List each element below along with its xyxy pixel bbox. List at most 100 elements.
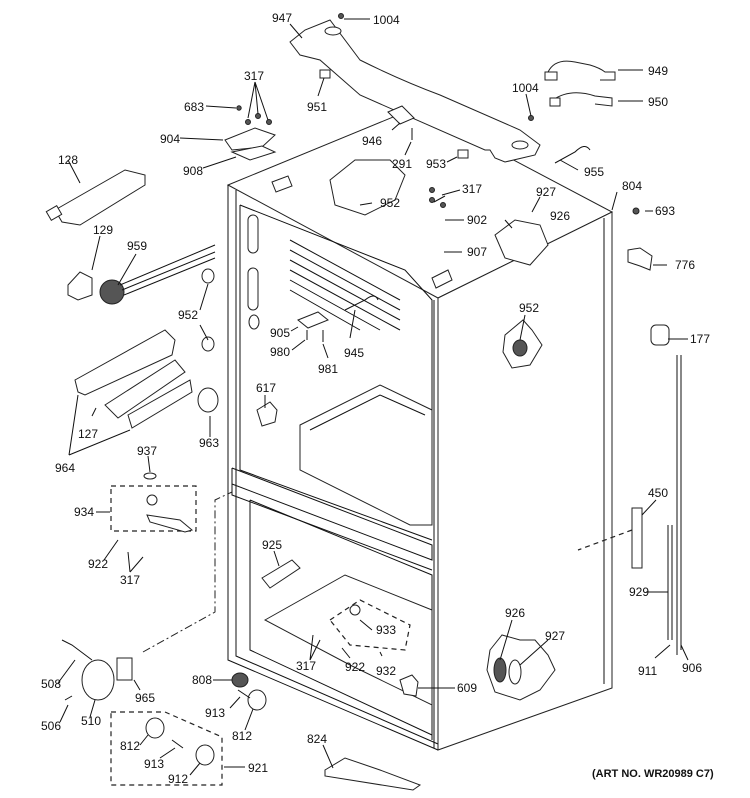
fan-shroud-icon	[81, 659, 115, 701]
kickplate-icon	[324, 757, 422, 791]
callout-291: 291	[392, 157, 412, 171]
callout-955: 955	[584, 165, 604, 179]
mounting-plate	[329, 159, 406, 216]
latch-icon	[256, 401, 278, 427]
screw-icon	[632, 207, 640, 215]
callout-952: 952	[519, 301, 539, 315]
callout-127: 127	[78, 427, 98, 441]
wire-harness-icon	[552, 92, 613, 107]
callout-907: 907	[467, 245, 487, 259]
callout-925: 925	[262, 538, 282, 552]
callout-804: 804	[622, 179, 642, 193]
callout-927: 927	[545, 629, 565, 643]
screw-icon	[440, 202, 446, 208]
screw-icon	[429, 197, 435, 203]
callout-609: 609	[457, 681, 477, 695]
connector-icon	[399, 674, 419, 697]
callout-963: 963	[199, 436, 219, 450]
condenser-coil	[289, 239, 401, 331]
callout-933: 933	[376, 623, 396, 637]
water-filter-housing-icon	[45, 169, 146, 226]
callout-922: 922	[345, 660, 365, 674]
callout-946: 946	[362, 134, 382, 148]
callout-953: 953	[426, 157, 446, 171]
part-glyphs	[45, 13, 682, 791]
callout-904: 904	[160, 132, 180, 146]
callout-926: 926	[505, 606, 525, 620]
callout-labels: 947 1004 949 950 1004 317 683 951 904 94…	[41, 11, 710, 786]
callout-450: 450	[648, 486, 668, 500]
clip-icon	[319, 69, 331, 79]
bracket-icon	[627, 247, 653, 271]
callout-964: 964	[55, 461, 75, 475]
callout-1004: 1004	[373, 13, 400, 27]
roller-icon	[195, 744, 215, 766]
callout-922: 922	[88, 557, 108, 571]
callout-128: 128	[58, 153, 78, 167]
vent-icon	[261, 559, 301, 589]
callout-129: 129	[93, 223, 113, 237]
vent-slot	[247, 214, 259, 254]
callout-952: 952	[178, 308, 198, 322]
pin-icon	[554, 146, 591, 164]
callout-980: 980	[270, 345, 290, 359]
grommet-icon	[201, 336, 215, 352]
screw-icon	[245, 119, 251, 125]
callout-508: 508	[41, 677, 61, 691]
screw-icon	[236, 105, 242, 111]
hinge-shim-icon	[230, 145, 277, 161]
port-hole	[248, 314, 260, 330]
screw-icon	[528, 115, 534, 121]
callout-913: 913	[205, 706, 225, 720]
hinge-plate-icon	[224, 127, 276, 151]
callout-952: 952	[380, 196, 400, 210]
callout-902: 902	[467, 213, 487, 227]
callout-177: 177	[690, 332, 710, 346]
callout-951: 951	[307, 100, 327, 114]
assembly-group-box	[329, 599, 411, 651]
mounting-plate	[494, 219, 549, 266]
callout-949: 949	[648, 64, 668, 78]
callout-693: 693	[655, 204, 675, 218]
callout-981: 981	[318, 362, 338, 376]
callout-945: 945	[344, 346, 364, 360]
callout-510: 510	[81, 714, 101, 728]
gasket-icon	[116, 657, 133, 681]
grommet-icon	[201, 268, 215, 284]
vent-slot	[247, 267, 259, 311]
knob-icon	[197, 387, 219, 413]
callout-911: 911	[638, 664, 657, 678]
leader-lines	[57, 18, 689, 776]
callout-808: 808	[192, 673, 212, 687]
refrigerator-cabinet	[226, 107, 614, 751]
callout-921: 921	[248, 761, 268, 775]
callout-317: 317	[244, 69, 264, 83]
callout-929: 929	[629, 585, 649, 599]
wire-harness-icon	[547, 60, 616, 81]
bracket-icon	[67, 271, 93, 301]
reference-line	[142, 491, 233, 653]
assembly-group-box	[110, 711, 223, 786]
callout-617: 617	[256, 381, 276, 395]
assembly-group-box	[110, 485, 197, 532]
pin-icon	[61, 639, 93, 661]
callout-506: 506	[41, 719, 61, 733]
callout-317: 317	[296, 659, 316, 673]
callout-908: 908	[183, 164, 203, 178]
label-plate-icon	[387, 105, 415, 125]
callout-950: 950	[648, 95, 668, 109]
callout-317: 317	[120, 573, 140, 587]
callout-912: 912	[168, 772, 188, 786]
screw-icon	[338, 13, 344, 19]
callout-937: 937	[137, 444, 157, 458]
callout-913: 913	[144, 757, 164, 771]
callout-906: 906	[682, 661, 702, 675]
clip-icon	[631, 507, 643, 569]
callout-934: 934	[74, 505, 94, 519]
callout-947: 947	[272, 11, 292, 25]
screw-icon	[266, 119, 272, 125]
callout-1004: 1004	[512, 81, 539, 95]
o-ring-icon	[143, 472, 157, 480]
roller-icon	[247, 689, 267, 711]
